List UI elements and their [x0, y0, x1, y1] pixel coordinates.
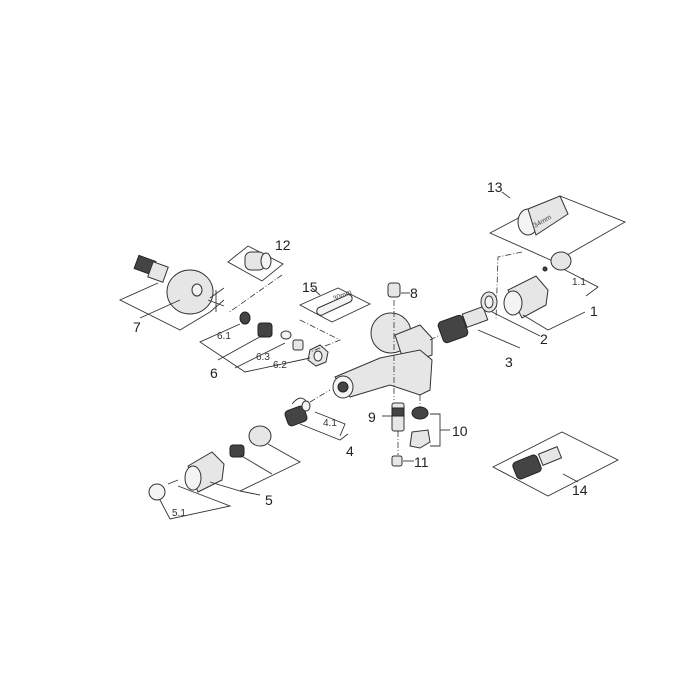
part-11-nut: 11	[391, 431, 429, 470]
label-15: 15	[302, 279, 318, 295]
part-14-cartridge-kit: 14	[492, 431, 619, 498]
label-6-1: 6.1	[217, 331, 231, 342]
label-6-2: 6.2	[273, 360, 287, 371]
mixer-body	[332, 300, 433, 410]
label-3: 3	[505, 354, 513, 370]
label-4-1: 4.1	[323, 418, 337, 429]
label-5-1: 5.1	[172, 508, 186, 519]
label-7: 7	[133, 319, 141, 335]
label-6-3: 6.3	[256, 352, 270, 363]
label-5: 5	[265, 492, 273, 508]
label-1: 1	[590, 303, 598, 319]
label-8: 8	[410, 285, 418, 301]
part-15-wrench: 30mm 15	[298, 279, 372, 353]
part-1-temperature-handle: 1.1 1	[503, 251, 599, 331]
part-5-diverter-handle: 5 5.1	[148, 425, 301, 520]
part-8-cap: 8	[387, 282, 418, 301]
part-2-ring: 2	[480, 291, 548, 347]
label-1-1: 1.1	[572, 277, 586, 288]
label-4: 4	[346, 443, 354, 459]
label-11: 11	[414, 454, 429, 470]
part-9-valve: 9	[368, 402, 405, 432]
part-4-cartridge: 4.1 4	[284, 389, 354, 459]
label-12: 12	[275, 237, 291, 253]
label-2: 2	[540, 331, 548, 347]
part-13-tool: 34mm 13	[487, 179, 627, 321]
label-6: 6	[210, 365, 218, 381]
part-3-thermostat-cartridge: 3	[429, 306, 521, 370]
label-13: 13	[487, 179, 503, 195]
part-12-fitting: 12	[227, 237, 291, 314]
part-6-group: 6.1 6.3 6.2 6	[199, 311, 329, 381]
label-9: 9	[368, 409, 376, 425]
label-10: 10	[452, 423, 468, 439]
label-14: 14	[572, 482, 588, 498]
part-10-aerator-set: 10	[409, 406, 468, 449]
part-7-connector-rosette: 7	[118, 254, 225, 335]
